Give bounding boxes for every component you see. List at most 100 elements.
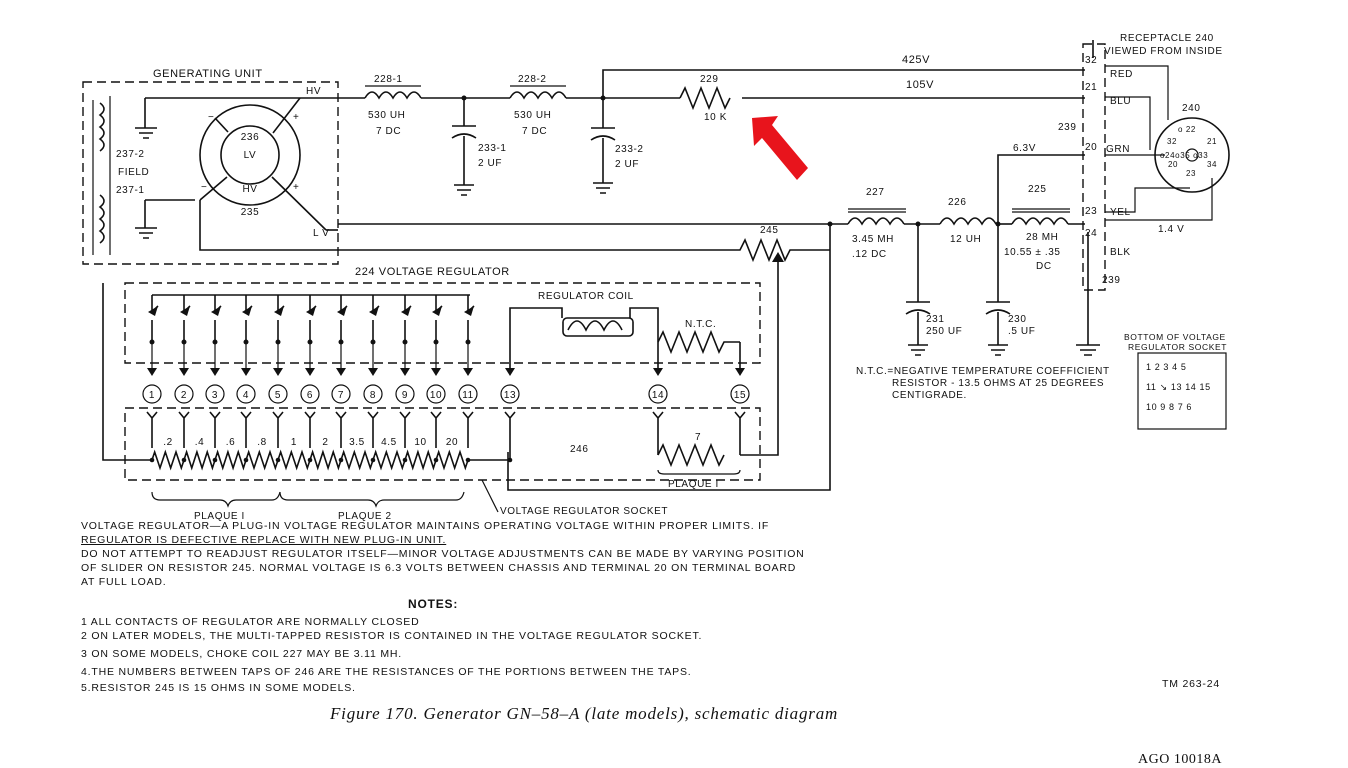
choke-225-number: 225: [1028, 184, 1047, 195]
tap-arrow: [399, 411, 411, 448]
choke-228-1-number: 228-1: [374, 74, 403, 85]
tap-value: 2: [322, 437, 328, 448]
terminal-number: 15: [734, 390, 746, 401]
notes-title: NOTES:: [408, 597, 459, 611]
receptacle-240: RECEPTACLE 240 VIEWED FROM INSIDE 32 21 …: [1058, 33, 1230, 356]
regulator-title: 224 VOLTAGE REGULATOR: [355, 266, 510, 278]
minus-sign-lower: −: [201, 182, 207, 193]
ago-number: AGO 10018A: [1138, 752, 1222, 767]
socket-pin-diagram: BOTTOM OF VOLTAGE REGULATOR SOCKET 1 2 3…: [1124, 332, 1227, 430]
plus-sign-upper: +: [293, 112, 299, 123]
tap-arrow: [335, 411, 347, 448]
lv-filter: 227 3.45 MH .12 DC 231 250 UF 226 12 UH …: [326, 143, 1085, 491]
capacitor-230: [985, 224, 1011, 356]
terminal-13: 13: [500, 384, 520, 404]
tap-value: 20: [446, 437, 458, 448]
choke-225-dc-unit: DC: [1036, 261, 1052, 272]
regulator-contact: [400, 295, 412, 376]
ntc-definition-3: CENTIGRADE.: [892, 390, 967, 401]
terminal-number: 4: [243, 390, 249, 401]
wire-red-label: RED: [1110, 69, 1133, 80]
pin-32: 32: [1085, 55, 1097, 66]
terminal-number: 3: [212, 390, 218, 401]
regulator-contact: [210, 295, 222, 376]
tap-value: .8: [257, 437, 267, 448]
svg-text:23: 23: [1186, 169, 1196, 178]
socket-row-3: 10 9 8 7 6: [1146, 402, 1192, 412]
socket-box: [124, 407, 761, 481]
res-7-number: 7: [695, 432, 701, 443]
pin-24: 24: [1085, 228, 1097, 239]
vr-description-line2: REGULATOR IS DEFECTIVE REPLACE WITH NEW …: [81, 534, 447, 546]
capacitor-231: [905, 224, 931, 356]
tap-arrow: [367, 411, 379, 448]
choke-226-uh: 12 UH: [950, 234, 981, 245]
socket-row-2: 11 ↘ 13 14 15: [1146, 382, 1211, 392]
res-246-number: 246: [570, 444, 589, 455]
choke-226-number: 226: [948, 197, 967, 208]
tap-arrow: [304, 411, 316, 448]
choke-225-mh: 28 MH: [1026, 232, 1058, 243]
terminal-5: 5: [268, 384, 288, 404]
generator-hv-label: HV: [242, 184, 257, 195]
terminal-15: 15: [730, 384, 750, 404]
choke-228-1-uh: 530 UH: [368, 110, 406, 121]
tap-arrow: [462, 411, 474, 448]
voltage-regulator-224: 224 VOLTAGE REGULATOR REGULATOR COIL N.T…: [102, 266, 761, 522]
tap-arrow: [178, 411, 190, 448]
red-arrow-icon: [752, 116, 808, 180]
cap-233-2-uf: 2 UF: [615, 159, 639, 170]
resistor-245: [199, 200, 810, 263]
field-upper-number: 237-2: [116, 149, 145, 160]
res-229-value: 10 K: [704, 112, 727, 123]
terminal-10: 10: [426, 384, 446, 404]
svg-text:20: 20: [1168, 160, 1178, 169]
terminal-6: 6: [300, 384, 320, 404]
ntc-resistor: [657, 329, 740, 355]
capacitor-233-1: [451, 98, 477, 196]
terminal-number: 8: [370, 390, 376, 401]
generator-236-armature: [220, 125, 280, 185]
ntc-definition-2: RESISTOR - 13.5 OHMS AT 25 DEGREES: [892, 378, 1104, 389]
wire-return: [507, 224, 831, 491]
cap-231-number: 231: [926, 314, 945, 325]
note-5: 5.RESISTOR 245 IS 15 OHMS IN SOME MODELS…: [81, 682, 356, 694]
field-label: FIELD: [118, 167, 149, 178]
choke-227-mh: 3.45 MH: [852, 234, 894, 245]
cable-239-bottom: 239: [1102, 275, 1121, 286]
note-4: 4.THE NUMBERS BETWEEN TAPS OF 246 ARE TH…: [81, 666, 692, 678]
voltage-105v: 105V: [906, 79, 934, 91]
choke-228-2-dc: 7 DC: [522, 126, 547, 137]
regulator-box: [124, 282, 761, 364]
pin-23: 23: [1085, 206, 1097, 217]
terminal-4: 4: [236, 384, 256, 404]
generator-number: 235: [241, 207, 260, 218]
generator-armature-number: 236: [241, 132, 260, 143]
terminal-8: 8: [363, 384, 383, 404]
terminal-number: 2: [181, 390, 187, 401]
choke-227: [847, 217, 905, 226]
minus-sign-upper: −: [208, 112, 214, 123]
choke-228-2-uh: 530 UH: [514, 110, 552, 121]
voltage-6-3v: 6.3V: [1013, 143, 1036, 154]
figure-caption: Figure 170. Generator GN–58–A (late mode…: [330, 704, 839, 723]
vr-description-line4: OF SLIDER ON RESISTOR 245. NORMAL VOLTAG…: [81, 562, 797, 574]
tap-arrow: [272, 411, 284, 448]
resistor-7: [657, 442, 725, 468]
plus-sign-lower: +: [293, 182, 299, 193]
cap-230-number: 230: [1008, 314, 1027, 325]
terminal-board: [1082, 43, 1106, 291]
terminal-11: 11: [458, 384, 478, 404]
tap-value: .6: [226, 437, 236, 448]
plaque-1-right: PLAQUE I: [668, 479, 719, 490]
note-2: 2 ON LATER MODELS, THE MULTI-TAPPED RESI…: [81, 630, 703, 642]
choke-228-2-number: 228-2: [518, 74, 547, 85]
svg-text:21: 21: [1207, 137, 1217, 146]
resistor-246: [151, 448, 511, 471]
tap-arrow: [146, 411, 158, 448]
regulator-coil: [562, 317, 634, 337]
tap-value: .2: [163, 437, 173, 448]
terminal-3: 3: [205, 384, 225, 404]
